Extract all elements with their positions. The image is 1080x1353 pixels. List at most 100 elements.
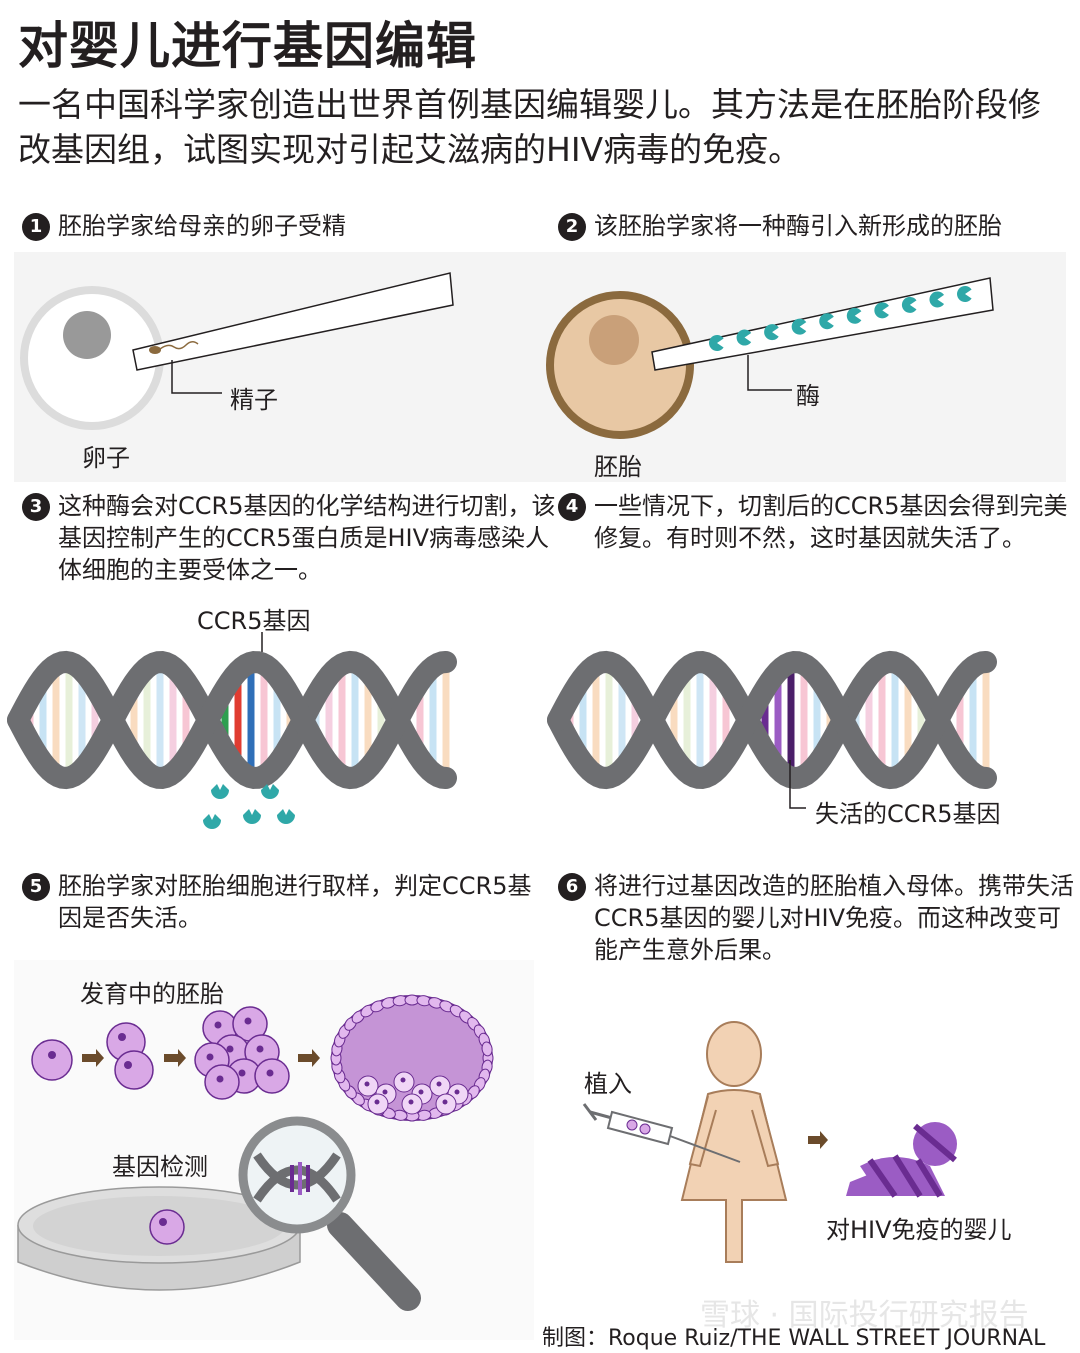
step-1-number: 1 — [22, 213, 50, 241]
step-4: 4 一些情况下，切割后的CCR5基因会得到完美修复。有时则不然，这时基因就失活了。 — [558, 490, 1074, 554]
arrow-icon — [82, 1049, 104, 1067]
gene-test-label: 基因检测 — [112, 1153, 208, 1181]
cell-nucleus — [418, 1089, 424, 1095]
enzyme-label: 酶 — [796, 382, 820, 410]
morula-cell — [254, 1058, 290, 1094]
enzyme-fragment-tip — [211, 784, 229, 790]
dna-strand — [7, 650, 457, 790]
cell-nucleus — [382, 1089, 388, 1095]
step-3: 3 这种酶会对CCR5基因的化学结构进行切割，该基因控制产生的CCR5蛋白质是HI… — [22, 490, 558, 586]
step-5-number: 5 — [22, 873, 50, 901]
morula-stage — [194, 1006, 290, 1100]
step-4-text: 一些情况下，切割后的CCR5基因会得到完美修复。有时则不然，这时基因就失活了。 — [594, 492, 1068, 552]
watermark: 雪球 · 国际投行研究报告 — [700, 1298, 1029, 1333]
cell-nucleus — [244, 1017, 252, 1025]
enzyme-fragment — [261, 790, 279, 799]
sperm-icon — [149, 341, 199, 354]
sample-cell — [149, 1209, 185, 1245]
step-5-text: 胚胎学家对胚胎细胞进行取样，判定CCR5基因是否失活。 — [58, 872, 532, 932]
step-6-text: 将进行过基因改造的胚胎植入母体。携带失活CCR5基因的婴儿对HIV免疫。而这种改… — [594, 872, 1074, 964]
enzyme-molecule — [736, 329, 752, 346]
enzyme-fragment-tip — [243, 809, 261, 815]
cell-nucleus — [374, 1099, 380, 1105]
enzyme-fragment — [277, 815, 295, 824]
enzyme-fragment-tip — [203, 814, 221, 820]
enzyme-molecule — [708, 334, 724, 351]
inactive-gene-label: 失活的CCR5基因 — [815, 800, 1001, 828]
embryo-label: 胚胎 — [594, 453, 642, 481]
cell-nucleus — [216, 1075, 224, 1083]
step-4-number: 4 — [558, 493, 586, 521]
dna-strand — [547, 650, 997, 790]
step-2-text: 该胚胎学家将一种酶引入新形成的胚胎 — [594, 212, 1002, 240]
step-3-number: 3 — [22, 493, 50, 521]
enzyme-fragment — [243, 815, 261, 824]
step-1-text: 胚胎学家给母亲的卵子受精 — [58, 212, 346, 240]
arrow-icon — [808, 1131, 828, 1149]
cell-nucleus — [226, 1045, 234, 1053]
cell-nucleus — [454, 1089, 460, 1095]
enzyme-fragment — [203, 820, 221, 829]
enzyme-molecule — [819, 313, 834, 330]
two-cell-stage — [106, 1022, 154, 1090]
dna-strand — [7, 650, 457, 790]
step-1: 1 胚胎学家给母亲的卵子受精 — [22, 210, 522, 242]
step-3-text: 这种酶会对CCR5基因的化学结构进行切割，该基因控制产生的CCR5蛋白质是HIV… — [58, 492, 556, 584]
enzyme-fragment — [211, 790, 229, 799]
panel-steps-1-2-bg — [14, 252, 1066, 482]
cell-nucleus — [256, 1045, 264, 1053]
dna-strand — [547, 650, 997, 790]
sperm-leader-line — [171, 360, 222, 394]
credit-line: 制图：Roque Ruiz/THE WALL STREET JOURNAL — [542, 1326, 1046, 1351]
cell-nucleus — [206, 1053, 214, 1061]
baby-figure — [846, 1122, 957, 1198]
syringe-icon — [582, 1103, 741, 1163]
cell-nucleus — [214, 1021, 222, 1029]
cell-nucleus — [266, 1069, 274, 1077]
embryo-cell — [546, 291, 694, 439]
immune-baby-label: 对HIV免疫的婴儿 — [826, 1216, 1012, 1244]
ccr5-gene-label: CCR5基因 — [197, 607, 311, 635]
egg-nucleus — [63, 311, 111, 359]
step-2-number: 2 — [558, 213, 586, 241]
cell-nucleus — [442, 1099, 448, 1105]
dna-helix-cut — [7, 650, 457, 790]
cell-nucleus — [400, 1077, 406, 1083]
trophoblast-cell — [481, 1041, 493, 1057]
arrow-icon — [164, 1049, 186, 1067]
enzyme-fragment-tip — [261, 784, 279, 790]
enzyme-molecule — [764, 324, 779, 341]
page-title: 对婴儿进行基因编辑 — [18, 17, 477, 75]
enzyme-molecule — [901, 296, 917, 313]
mother-figure — [680, 1021, 788, 1263]
implant-label: 植入 — [584, 1070, 632, 1098]
embryo-nucleus — [589, 315, 639, 365]
enzyme-leader-line — [747, 355, 792, 391]
step-5: 5 胚胎学家对胚胎细胞进行取样，判定CCR5基因是否失活。 — [22, 870, 538, 934]
enzyme-molecule — [846, 307, 862, 324]
enzyme-molecule — [956, 286, 972, 303]
morula-cell — [204, 1064, 240, 1100]
developing-embryo-label: 发育中的胚胎 — [80, 980, 224, 1008]
cell-nucleus — [408, 1099, 414, 1105]
blastocyst-stage — [330, 994, 494, 1122]
cell-nucleus — [364, 1081, 370, 1087]
dna-helix-inactive — [547, 650, 997, 790]
page-subtitle: 一名中国科学家创造出世界首例基因编辑婴儿。其方法是在胚胎阶段修改基因组，试图实现… — [18, 85, 1041, 169]
micropipette-1 — [132, 272, 454, 371]
single-cell-stage — [31, 1039, 73, 1081]
step-2: 2 该胚胎学家将一种酶引入新形成的胚胎 — [558, 210, 1058, 242]
egg-label: 卵子 — [82, 444, 130, 472]
cell-nucleus — [238, 1069, 246, 1077]
cell-nucleus — [436, 1081, 442, 1087]
enzyme-fragment-tip — [277, 809, 295, 815]
enzyme-molecule — [791, 318, 807, 335]
